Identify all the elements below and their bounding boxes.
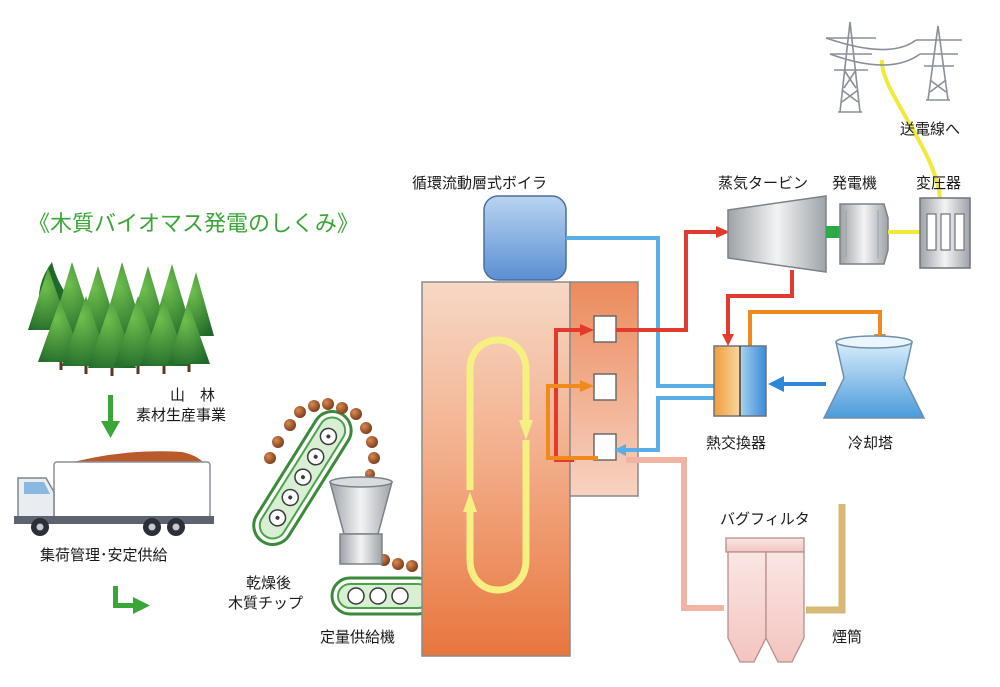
hot-pipes xyxy=(546,310,882,460)
dried-chips-label: 乾燥後 xyxy=(246,574,292,592)
flue-gas-pipe xyxy=(626,457,724,611)
cooling-tower-label: 冷却塔 xyxy=(848,434,894,452)
chimney-icon xyxy=(806,504,846,614)
forest-label: 山 林 xyxy=(170,386,216,404)
page-title: 《木質バイオマス発電のしくみ》 xyxy=(28,212,359,237)
transformer-label: 変圧器 xyxy=(916,174,962,192)
transformer-icon xyxy=(919,197,971,269)
arrow-down-icon xyxy=(101,395,120,438)
heat-exchanger-icon xyxy=(713,345,767,417)
truck-icon xyxy=(14,451,214,536)
hopper-icon xyxy=(329,476,393,565)
heat-exchanger-label: 熱交換器 xyxy=(706,434,767,452)
inclined-conveyor-icon xyxy=(252,409,353,546)
grid-line xyxy=(879,59,942,199)
forest-sublabel: 素材生産事業 xyxy=(136,406,227,424)
bag-filter-icon xyxy=(725,537,805,663)
generator-icon xyxy=(839,203,889,265)
turbine-label: 蒸気タービン xyxy=(718,174,809,192)
generator-label: 発電機 xyxy=(832,174,878,192)
collection-label: 集荷管理･安定供給 xyxy=(40,546,168,564)
boiler-label: 循環流動層式ボイラ xyxy=(412,174,548,192)
transmission-tower-icon xyxy=(825,21,962,113)
chimney-label: 煙筒 xyxy=(832,628,863,646)
cooling-tower-icon xyxy=(822,335,926,419)
feeder-conveyor-icon xyxy=(330,576,438,616)
water-pipes xyxy=(566,236,714,452)
arrow-right-icon xyxy=(113,586,150,614)
heat-tube-boxes xyxy=(593,315,617,461)
steam-drum-icon xyxy=(483,195,567,281)
forest-icon xyxy=(28,262,214,376)
dried-chips-sublabel: 木質チップ xyxy=(228,594,304,612)
steam-turbine-icon xyxy=(727,195,840,273)
feeder-label: 定量供給機 xyxy=(320,628,396,646)
to-grid-label: 送電線へ xyxy=(900,120,961,138)
bag-filter-label: バグフィルタ xyxy=(720,510,810,528)
